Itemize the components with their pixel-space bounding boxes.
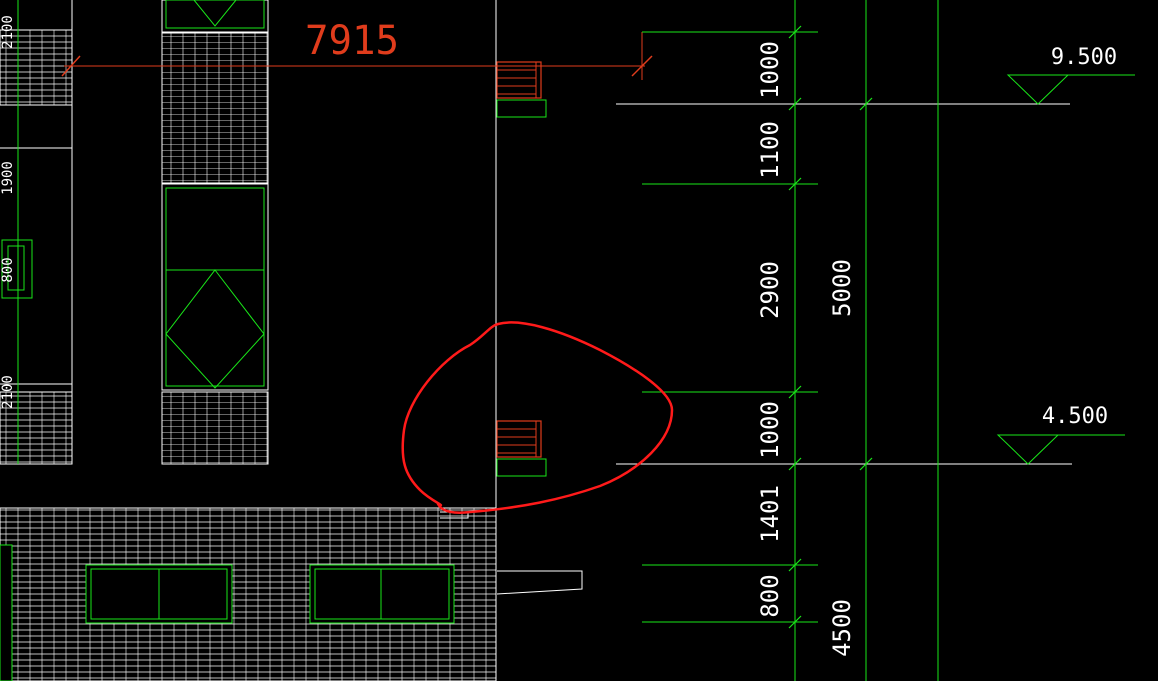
left-wall-tiles-top [0, 29, 73, 106]
left-wall-tiles-bottom [0, 391, 73, 465]
railing-upper-frame [496, 61, 542, 99]
pier-window-top [161, 0, 269, 33]
ledge-upper [496, 99, 547, 118]
horizontal-dimension: 7915 [61, 18, 653, 80]
dim-text-5000: 5000 [828, 259, 856, 317]
left-dim-text-2: 1900 [0, 161, 16, 195]
dimension-ticks [788, 25, 873, 629]
left-window-small [1, 239, 33, 299]
pier-window-top-opening [193, 0, 237, 27]
horizontal-dim-value: 7915 [305, 18, 399, 64]
pier-window-mid-frame [165, 187, 265, 387]
railing-upper-bars [497, 62, 537, 98]
dim-text-2900: 2900 [756, 261, 784, 319]
lower-window-2 [309, 564, 455, 624]
central-pier [161, 0, 269, 465]
inner-dimension-texts: 1000 1100 2900 1000 1401 800 [756, 41, 784, 618]
ledge-lower [496, 458, 547, 477]
pier-tiles-upper [161, 32, 269, 184]
left-dimension-texts: 2100 1900 800 2100 [0, 15, 16, 409]
left-dim-text-1: 2100 [0, 15, 16, 49]
level-mark-upper: 9.500 [1006, 45, 1135, 105]
pier-tiles-lower [161, 391, 269, 465]
balcony-railing-upper [496, 61, 547, 118]
level-triangle-lower [996, 434, 1060, 465]
left-window-small-inner [7, 245, 25, 291]
level-text-upper: 9.500 [1051, 45, 1117, 70]
level-mark-lower: 4.500 [996, 404, 1125, 465]
railing-lower-frame [496, 420, 542, 458]
pier-window-opening-diamond [165, 269, 265, 389]
dim-text-4500: 4500 [828, 599, 856, 657]
lower-window-2-inner [314, 568, 450, 620]
left-wall-column [0, 0, 73, 465]
left-dim-text-4: 2100 [0, 375, 16, 409]
markup-circle[interactable] [401, 321, 674, 514]
outer-dimension-texts: 5000 4500 [828, 259, 856, 657]
balcony-railing-lower [496, 420, 547, 477]
canopy-outline [496, 570, 583, 595]
dim-text-1000-upper: 1000 [756, 41, 784, 99]
dim-text-1000-lower: 1000 [756, 401, 784, 459]
level-triangle-upper [1006, 74, 1070, 105]
left-dim-text-3: 800 [0, 257, 16, 282]
pier-window-top-inner [165, 0, 265, 29]
dim-text-800: 800 [756, 574, 784, 617]
lower-wall-edge-left [0, 544, 13, 681]
dim-text-1100: 1100 [756, 121, 784, 179]
railing-lower-bars [497, 421, 537, 457]
pier-window-mid [161, 183, 269, 391]
lower-tiled-wall [0, 507, 497, 681]
dimension-extension-lines [642, 31, 818, 623]
horizontal-dim-tick-left [61, 55, 81, 77]
dim-text-1401: 1401 [756, 485, 784, 543]
level-text-lower: 4.500 [1042, 404, 1108, 429]
